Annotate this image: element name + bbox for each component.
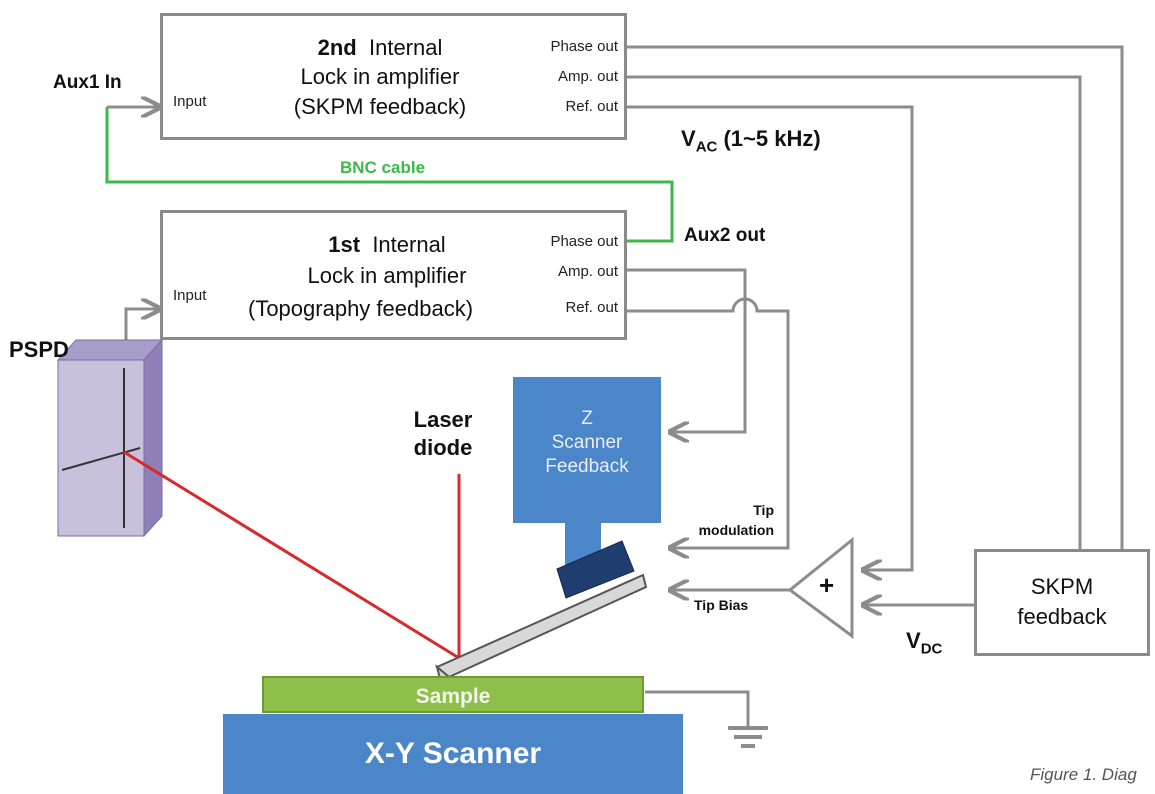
xy-scanner: X-Y Scanner <box>223 714 683 794</box>
bnc-cable-label: BNC cable <box>340 158 426 177</box>
amp2-input-label: Input <box>173 93 207 110</box>
tip-modulation-label: Tip modulation <box>660 500 774 540</box>
amp2-amp-out-label: Amp. out <box>557 68 618 85</box>
wire-ref-out-2nd <box>625 105 914 570</box>
lock-in-amplifier-1st <box>160 210 627 340</box>
pspd-side <box>143 338 163 538</box>
cantilever <box>435 573 648 679</box>
skpm-line1: SKPM <box>1030 574 1094 599</box>
amp1-phase-out-label: Phase out <box>550 233 618 250</box>
pspd-label: PSPD <box>9 337 69 362</box>
figure-caption: Figure 1. Diag <box>1030 765 1137 784</box>
amp2-line2: Lock in amplifier <box>300 64 460 89</box>
amp1-amp-out-label: Amp. out <box>557 263 618 280</box>
amp2-title-bold: 2nd <box>317 35 357 60</box>
vac-label: VAC (1~5 kHz) <box>681 126 821 155</box>
amp2-line3: (SKPM feedback) <box>293 94 467 119</box>
amp1-ref-out-label: Ref. out <box>565 299 618 316</box>
amp1-line2: Lock in amplifier <box>307 263 467 288</box>
summing-amplifier <box>787 536 854 639</box>
amp2-phase-out-label: Phase out <box>550 38 618 55</box>
sample: Sample <box>262 676 644 713</box>
amp1-title-bold: 1st <box>328 232 361 257</box>
laser-line2: diode <box>413 435 473 460</box>
skpm-feedback: SKPM feedback <box>974 549 1150 656</box>
amp2-title-rest: Internal <box>368 35 443 60</box>
tip-bias-label: Tip Bias <box>694 597 749 613</box>
laser-diode-label: Laser diode <box>400 406 486 462</box>
z-scanner-line1: Z <box>581 408 593 429</box>
aux1-in-label: Aux1 In <box>53 72 122 93</box>
lock-in-amplifier-2nd <box>160 13 627 140</box>
bnc-cable <box>105 107 674 243</box>
skpm-line2: feedback <box>1017 604 1107 629</box>
amp1-title-rest: Internal <box>372 232 446 257</box>
amp2-ref-out-label: Ref. out <box>565 98 618 115</box>
aux2-out-label: Aux2 out <box>684 225 766 246</box>
vdc-label: VDC <box>906 628 942 657</box>
vac-v: V <box>681 126 696 151</box>
vac-sub: AC <box>695 138 718 156</box>
vdc-v: V <box>906 628 921 653</box>
z-scanner-feedback: Z Scanner Feedback <box>513 377 661 523</box>
pspd-divider-h <box>61 447 141 471</box>
amp2-title: 2nd Internal <box>250 33 510 62</box>
tip-holder-chip <box>556 540 635 599</box>
amp1-input-label: Input <box>173 287 207 304</box>
pspd-face <box>57 359 145 537</box>
wire-ref-out-1st <box>625 297 790 548</box>
summing-plus-label: + <box>819 570 835 600</box>
vdc-sub: DC <box>920 640 943 658</box>
tip-mod-line1: Tip <box>753 502 774 518</box>
z-scanner-line2: Scanner <box>551 432 623 453</box>
amp1-title: 1st Internal <box>262 230 512 259</box>
ground-wire <box>645 690 750 728</box>
wire-amp-out-1st <box>625 268 747 432</box>
laser-beam-reflected <box>123 450 460 660</box>
wire-amp-out-2nd <box>625 75 1082 550</box>
z-scanner-line3: Feedback <box>545 456 629 477</box>
amp1-line3: (Topography feedback) <box>248 296 474 321</box>
wire-phase-out-2nd <box>625 45 1124 550</box>
vac-rest: (1~5 kHz) <box>717 126 821 151</box>
tip-mod-line2: modulation <box>698 522 774 538</box>
laser-line1: Laser <box>413 407 473 432</box>
